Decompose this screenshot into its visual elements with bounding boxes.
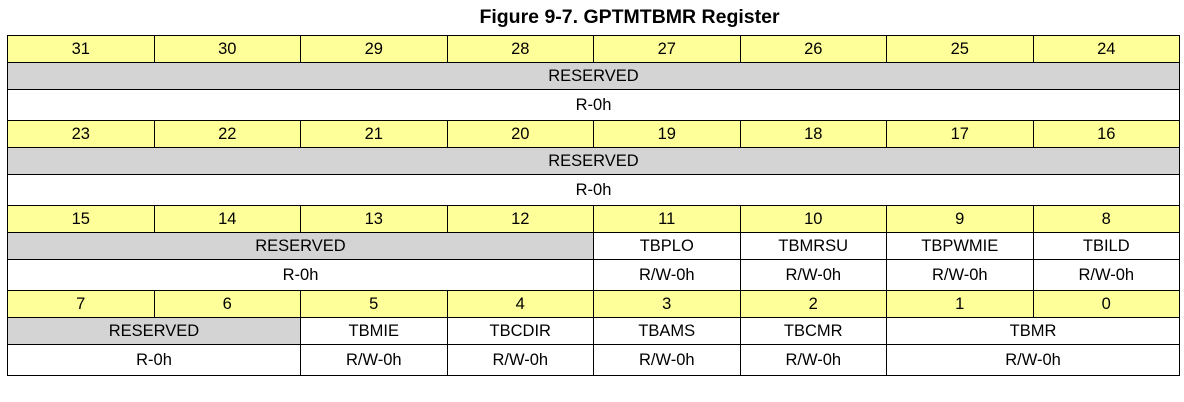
register-field: TBCMR bbox=[739, 317, 887, 345]
bit-number: 11 bbox=[593, 205, 741, 233]
bit-number: 20 bbox=[446, 120, 594, 148]
register-field: TBMRSU bbox=[739, 232, 887, 260]
access-reset-value: R/W-0h bbox=[739, 259, 887, 291]
access-reset-value: R/W-0h bbox=[886, 344, 1180, 376]
access-reset-value: R-0h bbox=[7, 174, 1180, 206]
bit-number: 7 bbox=[7, 290, 155, 318]
bit-number: 29 bbox=[300, 35, 448, 63]
reserved-field: RESERVED bbox=[7, 147, 1180, 175]
bit-number: 5 bbox=[300, 290, 448, 318]
reserved-field: RESERVED bbox=[7, 317, 301, 345]
bit-number: 4 bbox=[446, 290, 594, 318]
bit-number: 0 bbox=[1032, 290, 1180, 318]
access-reset-value: R/W-0h bbox=[1032, 259, 1180, 291]
register-field: TBPLO bbox=[593, 232, 741, 260]
bit-number: 19 bbox=[593, 120, 741, 148]
bit-number: 24 bbox=[1032, 35, 1180, 63]
bit-number: 13 bbox=[300, 205, 448, 233]
bit-number: 18 bbox=[739, 120, 887, 148]
bit-number: 10 bbox=[739, 205, 887, 233]
access-reset-value: R/W-0h bbox=[300, 344, 448, 376]
bit-number: 2 bbox=[739, 290, 887, 318]
field-name-row: RESERVED bbox=[7, 147, 1180, 175]
access-reset-value: R/W-0h bbox=[593, 344, 741, 376]
access-reset-value: R-0h bbox=[7, 89, 1180, 121]
access-reset-value: R-0h bbox=[7, 344, 301, 376]
register-field: TBCDIR bbox=[446, 317, 594, 345]
bit-number: 17 bbox=[886, 120, 1034, 148]
bit-number: 9 bbox=[886, 205, 1034, 233]
access-reset-value: R/W-0h bbox=[886, 259, 1034, 291]
register-field: TBAMS bbox=[593, 317, 741, 345]
bit-number: 30 bbox=[153, 35, 301, 63]
bit-number: 21 bbox=[300, 120, 448, 148]
reserved-field: RESERVED bbox=[7, 232, 594, 260]
bit-number: 27 bbox=[593, 35, 741, 63]
bit-number: 22 bbox=[153, 120, 301, 148]
bit-number: 8 bbox=[1032, 205, 1180, 233]
access-reset-value: R/W-0h bbox=[739, 344, 887, 376]
figure-title: Figure 9-7. GPTMTBMR Register bbox=[479, 6, 780, 28]
access-reset-value: R-0h bbox=[7, 259, 594, 291]
bit-number: 23 bbox=[7, 120, 155, 148]
bit-number: 1 bbox=[886, 290, 1034, 318]
bit-number: 25 bbox=[886, 35, 1034, 63]
bit-number: 12 bbox=[446, 205, 594, 233]
access-reset-value: R/W-0h bbox=[593, 259, 741, 291]
reserved-field: RESERVED bbox=[7, 62, 1180, 90]
register-field: TBILD bbox=[1032, 232, 1180, 260]
bit-number: 31 bbox=[7, 35, 155, 63]
access-row: R-0h bbox=[7, 174, 1180, 206]
register-field: TBPWMIE bbox=[886, 232, 1034, 260]
access-reset-value: R/W-0h bbox=[446, 344, 594, 376]
bit-number: 14 bbox=[153, 205, 301, 233]
bit-number: 3 bbox=[593, 290, 741, 318]
access-row: R-0h bbox=[7, 89, 1180, 121]
register-field: TBMIE bbox=[300, 317, 448, 345]
register-field: TBMR bbox=[886, 317, 1180, 345]
bit-number: 16 bbox=[1032, 120, 1180, 148]
bit-number: 26 bbox=[739, 35, 887, 63]
bit-number: 28 bbox=[446, 35, 594, 63]
bit-number: 15 bbox=[7, 205, 155, 233]
field-name-row: RESERVED bbox=[7, 62, 1180, 90]
bit-number: 6 bbox=[153, 290, 301, 318]
